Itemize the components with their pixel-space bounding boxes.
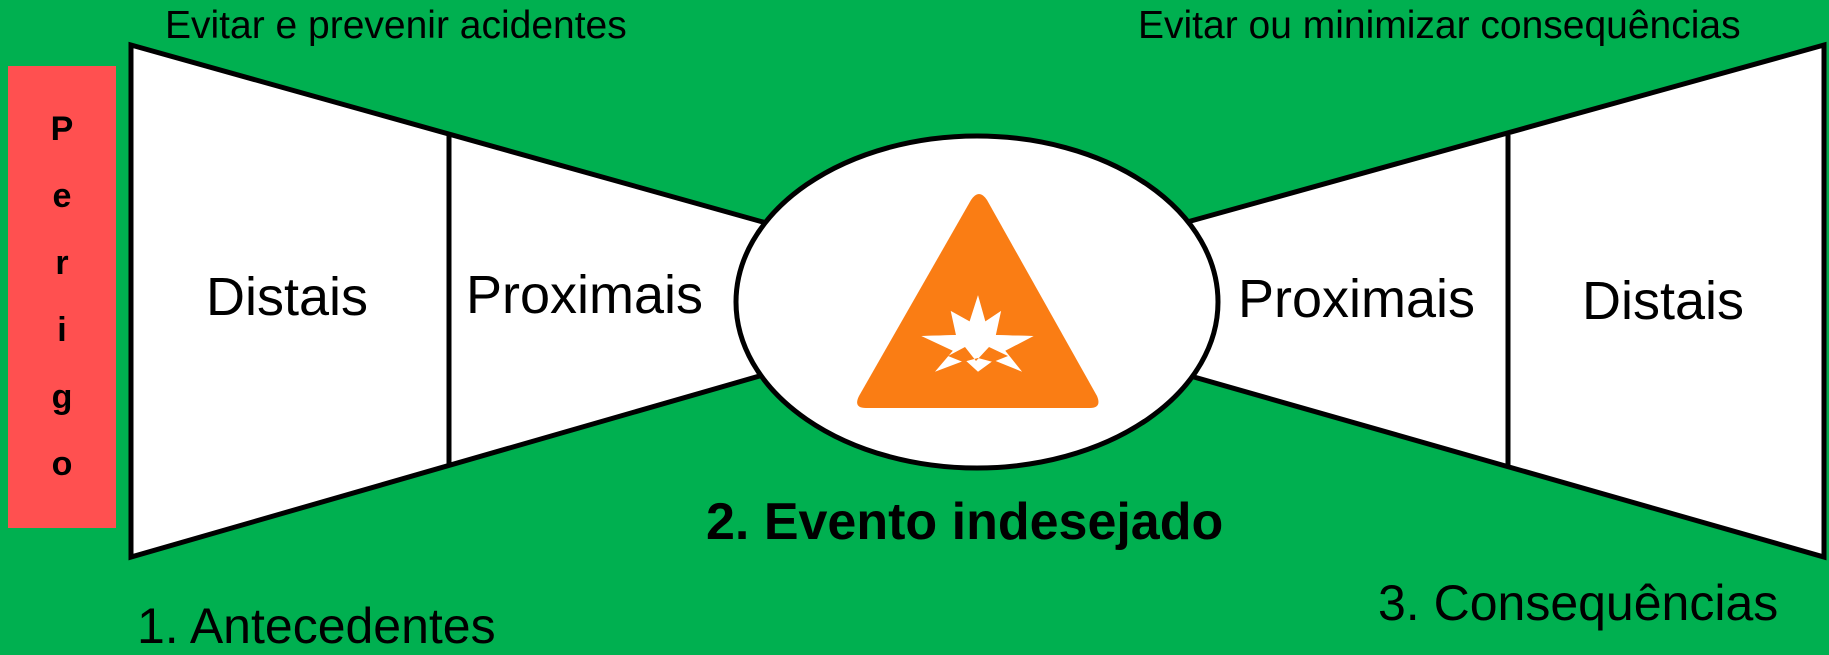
event-label: 2. Evento indesejado — [706, 493, 1224, 551]
perigo-letter: P — [50, 110, 74, 148]
caption-right: Evitar ou minimizar consequências — [1138, 4, 1741, 47]
perigo-letter: o — [51, 445, 73, 483]
perigo-letter: g — [51, 378, 73, 416]
right-proximal-label: Proximais — [1238, 269, 1476, 329]
left-distal-label: Distais — [206, 267, 369, 327]
caption-left: Evitar e prevenir acidentes — [165, 4, 627, 47]
explosion-warning-icon — [857, 194, 1099, 408]
consequencias-label: 3. Consequências — [1378, 575, 1779, 631]
perigo-box: P e r i g o — [8, 66, 116, 528]
perigo-letter: e — [52, 177, 72, 215]
right-distal-label: Distais — [1582, 271, 1745, 331]
left-proximal-label: Proximais — [466, 265, 704, 325]
perigo-letter: r — [55, 244, 69, 282]
perigo-letter: i — [57, 311, 67, 349]
antecedentes-label: 1. Antecedentes — [137, 598, 496, 654]
